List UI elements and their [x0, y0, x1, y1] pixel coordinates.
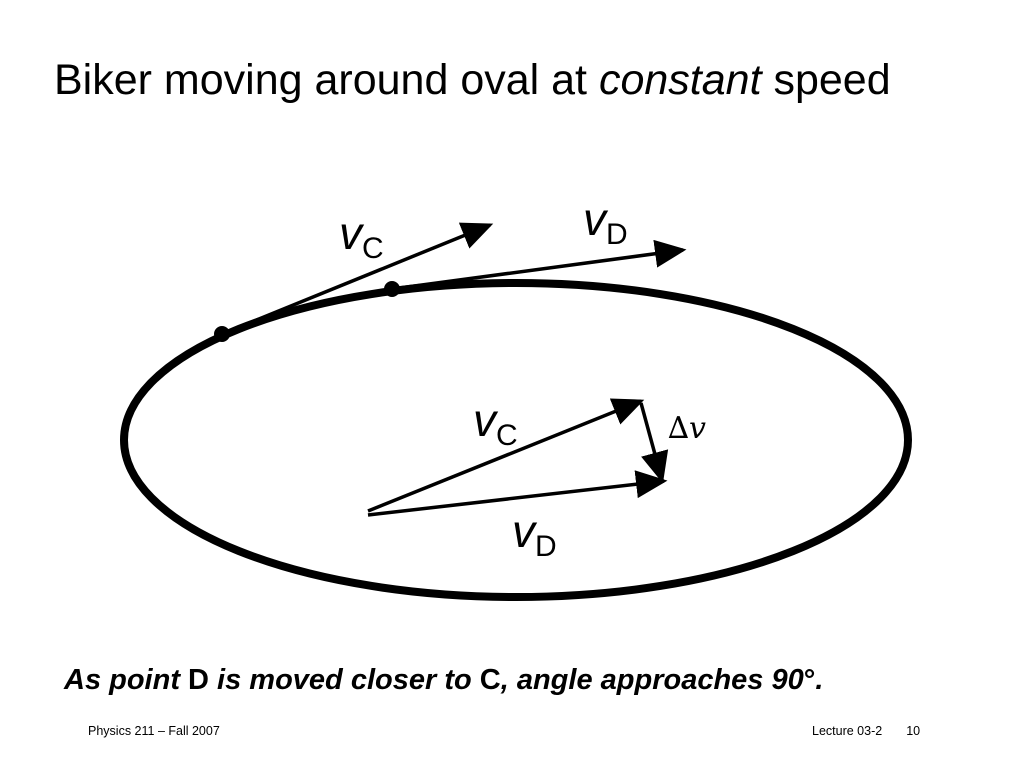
outer-vd-symbol: v: [583, 193, 609, 245]
vc-tangent-arrow: [221, 222, 494, 336]
vd-inner-arrow: [367, 470, 668, 517]
outer-vd-subscript: D: [606, 218, 628, 251]
vd-tangent-arrow: [391, 239, 687, 291]
caption-period: .: [815, 664, 824, 696]
delta-v-arrow: [639, 402, 669, 484]
inner-vd-label: vD: [512, 505, 557, 563]
title-text-2: speed: [761, 56, 891, 104]
inner-vd-symbol: v: [512, 505, 538, 557]
footer-right: Lecture 03-2 10: [812, 723, 920, 739]
vc-inner-arrow: [367, 398, 645, 513]
footer-lecture: Lecture 03-2: [812, 724, 883, 738]
outer-vc-subscript: C: [362, 232, 384, 265]
caption: As point D is moved closer to C, angle a…: [64, 660, 823, 700]
title-text-1: Biker moving around oval at: [54, 56, 599, 104]
inner-vc-symbol: v: [473, 394, 499, 446]
delta-v-label: ∆v: [668, 411, 706, 446]
caption-point-c: C: [479, 664, 501, 696]
slide-title: Biker moving around oval at constant spe…: [54, 54, 891, 106]
caption-point-d: D: [188, 664, 209, 696]
caption-text-1: As point: [64, 664, 189, 696]
delta-v-symbol: v: [689, 411, 706, 446]
inner-vd-subscript: D: [535, 530, 557, 563]
caption-text-2: is moved closer to: [209, 664, 480, 696]
inner-vc-label: vC: [473, 394, 518, 452]
inner-vc-subscript: C: [496, 419, 518, 452]
footer-course: Physics 211 – Fall 2007: [88, 724, 220, 738]
footer-page-number: 10: [906, 724, 921, 738]
outer-vd-label: vD: [583, 193, 628, 251]
outer-vc-symbol: v: [339, 207, 365, 259]
title-emphasis: constant: [598, 56, 762, 104]
caption-degree: °: [803, 664, 816, 696]
delta-symbol: ∆: [668, 411, 689, 446]
outer-vc-label: vC: [339, 207, 384, 265]
caption-text-3: , angle approaches 90: [500, 664, 804, 696]
oval-track: [120, 279, 912, 601]
